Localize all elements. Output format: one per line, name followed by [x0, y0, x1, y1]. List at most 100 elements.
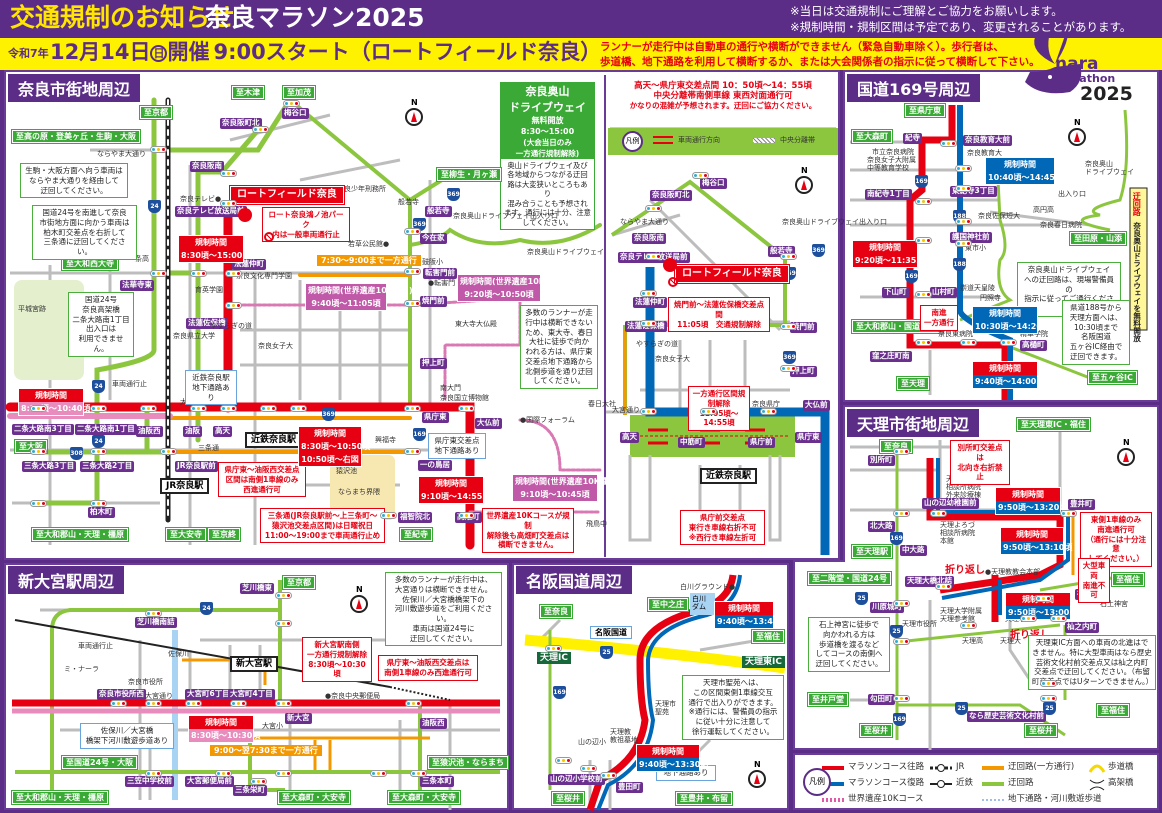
destination-sign: 至高の原・登美ヶ丘・生駒・大阪 — [11, 128, 141, 145]
route-shield-icon: 25 — [890, 625, 903, 638]
traffic-signal-icon — [645, 253, 662, 260]
destination-sign: 至大安寺 — [165, 526, 207, 543]
info-note: 石上神宮に徒歩で 向かわれる方は 歩道橋を渡るなど してコースの南側へ 迂回して… — [808, 617, 890, 672]
traffic-signal-icon — [225, 270, 242, 277]
inset-notice: 高天～県庁東交差点間 10：50頃～14：55頃 中央分離帯南側車線 東西対面通… — [610, 76, 836, 128]
intersection-label: 三笠中学校前 — [125, 776, 174, 787]
destination-sign: 至田原・山添 — [1069, 230, 1127, 247]
intersection-label: 県庁前 — [748, 437, 775, 448]
compass-icon — [1117, 448, 1135, 466]
intersection-label: 三条栄町 — [233, 785, 267, 796]
warning-note: 南進 一方通行 — [920, 305, 958, 331]
road-name-label: 名阪国道 — [590, 626, 632, 640]
landmark-label: 般若寺 — [398, 198, 419, 206]
traffic-signal-icon — [380, 512, 397, 519]
runner-warning-2: 歩道橋、地下通路を利用して横断するか、または大会関係者の指示に従って横断して下さ… — [600, 56, 1040, 68]
intersection-label: 法蓮仲町 — [633, 297, 667, 308]
intersection-label: 山の辺小学校前 — [548, 774, 605, 785]
traffic-signal-icon — [215, 770, 232, 777]
landmark-label: 奈良教育大 — [967, 149, 1002, 157]
destination-sign: 至大森町・大安寺 — [387, 789, 461, 806]
route-shield-icon: 369 — [322, 408, 335, 421]
landmark-label: 崇道天皇陵 — [960, 284, 995, 292]
regulation-time-box: 規制時間(世界遺産10K種目)9:20頃～10:50頃 — [457, 274, 565, 302]
intersection-label: 県庁東 — [422, 412, 449, 423]
traffic-signal-icon — [893, 600, 910, 607]
landmark-label: 鼓阪小 — [422, 258, 443, 266]
compass-north-label: N — [754, 760, 761, 769]
intersection-label: 芝川橋東 — [240, 583, 274, 594]
landmark-label: 南大門 — [440, 384, 461, 392]
landmark-label: 奈良佐保短大 — [978, 212, 1020, 220]
regulation-time-label: 規制時間 — [715, 602, 773, 615]
destination-sign: 至京終 — [207, 526, 241, 543]
intersection-label: 法華寺東 — [120, 280, 154, 291]
logo-year: 2025 — [1080, 83, 1133, 105]
regulation-time-label: 規制時間 — [637, 745, 699, 758]
regulation-time-label: 規制時間(世界遺産10K種目) — [513, 475, 620, 488]
traffic-signal-icon — [404, 405, 421, 412]
destination-sign: 至中之庄 — [647, 596, 689, 613]
intersection-label: 下山町 — [882, 287, 909, 298]
regulation-time-label: 規制時間 — [973, 307, 1037, 320]
legend-heritage: 世界遺産10Kコース — [848, 794, 924, 804]
intersection-label: 今在家 — [420, 233, 447, 244]
route-shield-icon: 369 — [413, 218, 426, 231]
route-shield-icon: 169 — [890, 532, 903, 545]
legend-footbridge: 歩道橋 — [1108, 762, 1134, 772]
intersection-label: 大仏前 — [803, 400, 830, 411]
destination-sign: 至天理 — [896, 375, 930, 392]
legend-detour: 迂回路 — [1008, 778, 1034, 788]
traffic-signal-icon — [545, 645, 562, 652]
warning-note: 県庁東～油阪西交差点 区間は南側1車線のみ 西進通行可 — [218, 462, 306, 498]
traffic-signal-icon — [1040, 680, 1057, 687]
destination-sign: 至奈良 — [539, 603, 573, 620]
inset-notice-2: 中央分離帯南側車線 東西対面通行可 — [653, 90, 793, 101]
traffic-signal-icon — [30, 448, 47, 455]
landmark-label: 奈良市役所 — [128, 678, 163, 686]
landmark-label: 車両通行止 — [112, 380, 147, 388]
traffic-signal-icon — [555, 757, 572, 764]
destination-sign: 至京都 — [282, 574, 316, 591]
intersection-label: なら歴史芸術文化村前 — [967, 711, 1046, 722]
landmark-label: ミ・ナーラ — [64, 665, 99, 673]
intersection-label: 大宮町4丁目 — [228, 689, 275, 700]
driveway-condition: (大会当日のみ 一方通行規制解除) — [515, 138, 580, 158]
traffic-signal-icon — [220, 170, 237, 177]
traffic-signal-icon — [935, 583, 952, 590]
traffic-signal-icon — [230, 700, 247, 707]
driveway-hours: 8:30～15:00 — [520, 127, 575, 136]
traffic-signal-icon — [275, 592, 292, 599]
landmark-label: 石上神宮 — [1100, 600, 1128, 608]
traffic-signal-icon — [404, 300, 421, 307]
landmark-label: 円照寺 — [980, 294, 1001, 302]
panel-title-central: 奈良市街地周辺 — [8, 74, 141, 102]
traffic-signal-icon — [404, 448, 421, 455]
landmark-label: 出入り口 — [1058, 190, 1086, 198]
compass-icon — [1068, 128, 1086, 146]
intersection-label: 油阪 — [183, 426, 202, 437]
route-shield-icon: 188 — [953, 258, 966, 271]
warning-note: 大型車両 南進不可 — [1078, 558, 1110, 603]
driveway-title-2: ドライブウェイ — [509, 101, 586, 114]
traffic-signal-icon — [1040, 695, 1057, 702]
info-note: 天理市聖苑へは、 この区間東側1車線交互 通行で出入りができます。 ※通行には、… — [682, 675, 784, 740]
route-shield-icon: 169 — [893, 713, 906, 726]
regulation-time-label: 規制時間 — [299, 427, 361, 440]
intersection-label: 奈良阪町北 — [220, 118, 262, 129]
landmark-label: 旧奈良少年刑務所 — [330, 185, 386, 193]
route-shield-icon: 25 — [955, 702, 968, 715]
traffic-signal-icon — [250, 778, 267, 785]
intersection-label: 福智院北 — [398, 512, 432, 523]
panel-title-route169: 国道169号周辺 — [847, 74, 981, 102]
route-shield-icon: 169 — [553, 686, 566, 699]
intersection-label: 転害門前 — [423, 268, 457, 279]
intersection-label: 焼門前 — [790, 322, 817, 333]
logo-marathon: marathon — [1055, 72, 1116, 85]
regulation-time-label: 規制時間 — [973, 362, 1037, 375]
